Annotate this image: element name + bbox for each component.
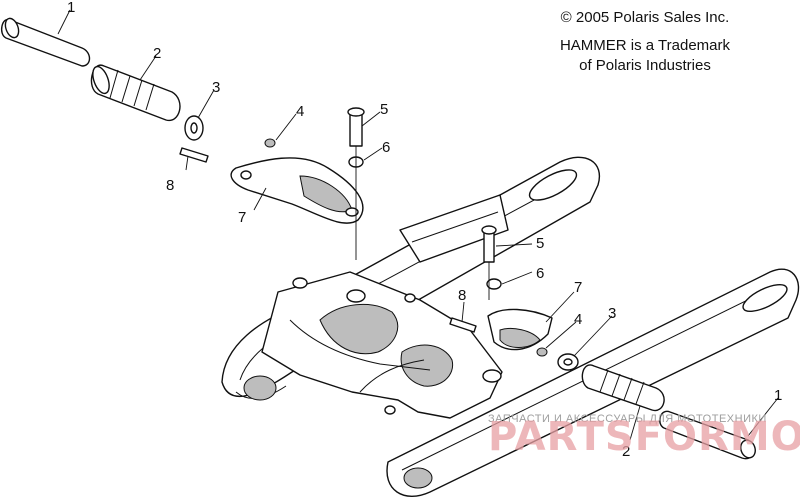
callout-1-lower: 1	[774, 387, 782, 404]
trademark-owner-line: of Polaris Industries	[579, 57, 711, 74]
leader-lines	[57, 9, 779, 441]
copyright-line: © 2005 Polaris Sales Inc.	[560, 9, 730, 26]
callout-6-lower: 6	[536, 265, 544, 282]
callout-3-upper: 3	[212, 79, 220, 96]
callout-1-upper: 1	[67, 0, 75, 16]
watermark: ЗАПЧАСТИ И АКСЕССУАРЫ ДЛЯ МОТОТЕХНИКИ PA…	[488, 413, 800, 460]
callout-numbers: 1 2 3 4 5 6 7 8 5 6 7 8 4 3 1 2	[67, 0, 782, 460]
callout-4-upper: 4	[296, 103, 304, 120]
callout-5-lower: 5	[536, 235, 544, 252]
callout-6-upper: 6	[382, 139, 390, 156]
callout-7-lower: 7	[574, 279, 582, 296]
callout-2-upper: 2	[153, 45, 161, 62]
callout-8-lower: 8	[458, 287, 466, 304]
lower-pivot-parts	[449, 225, 756, 460]
trademark-line: HAMMER is a Trademark	[559, 37, 731, 54]
callout-7-upper: 7	[238, 209, 246, 226]
watermark-tagline: ЗАПЧАСТИ И АКСЕССУАРЫ ДЛЯ МОТОТЕХНИКИ	[488, 413, 767, 425]
upper-pivot-parts	[0, 17, 365, 260]
callout-8-upper: 8	[166, 177, 174, 194]
callout-2-lower: 2	[622, 443, 630, 460]
callout-5-upper: 5	[380, 101, 388, 118]
watermark-brand: PARTSFORMOTO.RU	[488, 414, 800, 460]
callout-4-lower: 4	[574, 311, 582, 328]
callout-3-lower: 3	[608, 305, 616, 322]
